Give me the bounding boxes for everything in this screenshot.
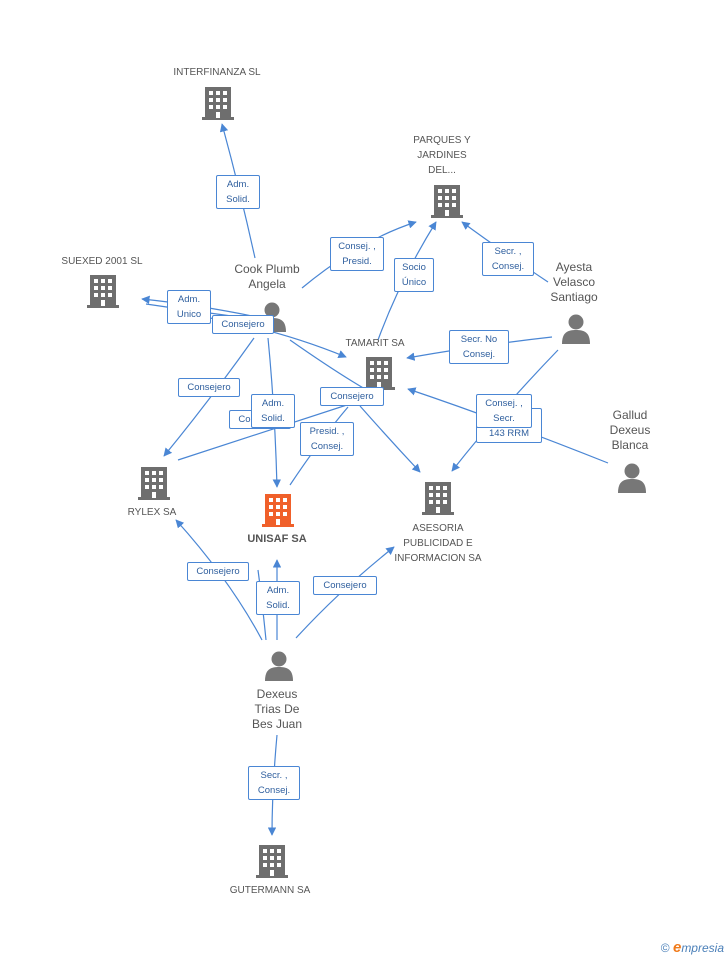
edge-label-ayesta-tamarit[interactable]: Secr. No Consej.: [449, 330, 509, 364]
edge-label-tamarit-asesoria[interactable]: Consejero: [320, 387, 384, 406]
footer-brand: © empresia: [661, 939, 724, 956]
node-label-gutermann[interactable]: GUTERMANN SA: [229, 885, 311, 896]
edge-line-tamarit-asesoria: [359, 405, 421, 473]
node-label-asesoria[interactable]: ASESORIA PUBLICIDAD E INFORMACION SA: [394, 523, 482, 564]
edge-label-cook-unisaf[interactable]: Adm. Solid.: [251, 394, 295, 428]
empresia-logo: empresia: [672, 939, 724, 956]
node-label-cook[interactable]: Cook Plumb Angela: [234, 262, 300, 291]
node-label-dexeus[interactable]: Dexeus Trias De Bes Juan: [251, 687, 303, 731]
node-label-ayesta[interactable]: Ayesta Velasco Santiago: [550, 260, 598, 304]
node-label-unisaf[interactable]: UNISAF SA: [247, 533, 307, 545]
rylex-building-icon: [138, 467, 170, 500]
edge-label-tamarit-unisaf[interactable]: Presid. , Consej.: [300, 422, 354, 456]
edge-label-cook-tamarit[interactable]: Consejero: [212, 315, 274, 334]
edge-label-cook-rylex[interactable]: Consejero: [178, 378, 240, 397]
dexeus-person-icon: [265, 651, 293, 681]
gallud-person-icon: [618, 463, 646, 493]
edge-label-gallud-tamarit[interactable]: Consej. , Secr.: [476, 394, 532, 428]
gutermann-building-icon: [256, 845, 288, 878]
node-label-interfinanza[interactable]: INTERFINANZA SL: [173, 67, 261, 78]
suexed-building-icon: [87, 275, 119, 308]
edge-label-dexeus-unisaf[interactable]: Adm. Solid.: [256, 581, 300, 615]
edge-label-dexeus-gutermann[interactable]: Secr. , Consej.: [248, 766, 300, 800]
node-label-parques[interactable]: PARQUES Y JARDINES DEL...: [413, 135, 471, 176]
unisaf-building-icon: [262, 494, 294, 527]
node-label-rylex[interactable]: RYLEX SA: [127, 507, 177, 518]
tamarit-building-icon: [363, 357, 395, 390]
edges-layer: [141, 123, 609, 836]
node-label-suexed[interactable]: SUEXED 2001 SL: [61, 256, 143, 267]
edge-line-tamarit-rylex: [177, 401, 357, 461]
edge-label-dexeus-rylex[interactable]: Consejero: [187, 562, 249, 581]
edge-line-cook-rylex: [163, 337, 255, 457]
copyright-symbol: ©: [660, 941, 670, 955]
interfinanza-building-icon: [202, 87, 234, 120]
edge-label-cook-interfinanza[interactable]: Adm. Solid.: [216, 175, 260, 209]
edge-label-cook-suexed[interactable]: Adm. Unico: [167, 290, 211, 324]
ayesta-person-icon: [562, 314, 590, 344]
node-label-gallud[interactable]: Gallud Dexeus Blanca: [609, 408, 651, 452]
edge-label-ayesta-parques[interactable]: Secr. , Consej.: [482, 242, 534, 276]
node-label-tamarit[interactable]: TAMARIT SA: [345, 338, 405, 349]
edge-label-tamarit-parques[interactable]: Socio Único: [394, 258, 434, 292]
asesoria-building-icon: [422, 482, 454, 515]
edge-label-dexeus-asesoria[interactable]: Consejero: [313, 576, 377, 595]
parques-building-icon: [431, 185, 463, 218]
nodes-layer: [87, 87, 646, 878]
edge-label-cook-parques[interactable]: Consej. , Presid.: [330, 237, 384, 271]
